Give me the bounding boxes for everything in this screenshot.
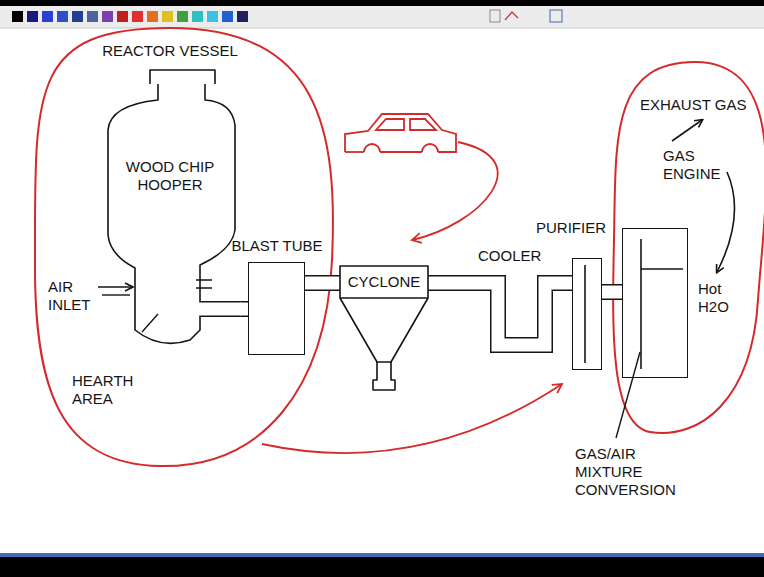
pipe-connector — [428, 283, 572, 345]
group-outline — [613, 62, 764, 433]
node-label: CYCLONE — [348, 273, 421, 291]
node-heading: REACTOR VESSEL — [102, 42, 238, 60]
cyclone-top — [340, 266, 428, 298]
toolbar-swatch — [27, 11, 38, 22]
pipe-bore — [602, 286, 622, 299]
toolbar-swatch — [177, 11, 188, 22]
hearth-label: HEARTH AREA — [72, 372, 133, 408]
node-label: WOOD CHIP HOOPER — [114, 158, 226, 194]
toolbar-swatch — [207, 11, 218, 22]
pipe-stub — [199, 303, 241, 316]
exhaust-label: EXHAUST GAS — [640, 96, 746, 114]
car-wheel — [422, 144, 438, 152]
pipe-connector — [602, 292, 622, 293]
task-bar — [0, 553, 764, 557]
toolbar-swatch — [72, 11, 83, 22]
purifier-box: PURIFIER — [572, 258, 602, 370]
pipe-bore — [240, 303, 248, 316]
toolbar-icon — [505, 12, 518, 20]
toolbar-swatch — [57, 11, 68, 22]
cooler-label: COOLER — [478, 247, 541, 265]
exhaust-arrow — [672, 120, 702, 141]
reactor-vessel: REACTOR VESSELWOOD CHIP HOOPER — [100, 66, 240, 356]
reactor-drawing — [108, 70, 241, 343]
pipe-wall — [305, 275, 340, 291]
toolbar-swatch — [222, 11, 233, 22]
red-arrow — [262, 384, 562, 453]
red-arrow — [412, 142, 498, 240]
toolbar-swatch — [162, 11, 173, 22]
car-wheel — [364, 144, 380, 152]
reactor-outline — [100, 66, 240, 356]
cyclone-drawing — [340, 266, 428, 390]
toolbar-swatch — [147, 11, 158, 22]
purifier-inner-line — [584, 265, 586, 363]
toolbar-swatches — [12, 11, 248, 22]
pipe-wall — [428, 283, 572, 345]
car-body — [345, 151, 364, 153]
car-window — [376, 119, 404, 130]
node-label: GAS ENGINE — [663, 147, 721, 183]
purifier-drawing — [584, 265, 586, 363]
pipe-wall — [240, 301, 248, 317]
title-bar — [0, 0, 764, 6]
node-label: PURIFIER — [536, 219, 606, 237]
engine-outline — [623, 229, 689, 379]
air-arrow — [102, 294, 130, 295]
toolbar — [0, 6, 764, 28]
leader-line — [616, 352, 640, 438]
toolbar-swatch — [12, 11, 23, 22]
toolbar-icon — [490, 10, 500, 22]
hot-water-label: Hot H2O — [698, 280, 729, 316]
toolbar-swatch — [102, 11, 113, 22]
toolbar-swatch — [237, 11, 248, 22]
pipe-wall — [602, 284, 622, 300]
toolbar-edge — [0, 28, 764, 29]
pipe-connector — [305, 283, 340, 284]
toolbar-icon — [550, 10, 562, 22]
cyclone-separator: CYCLONE — [340, 266, 428, 394]
reactor-drawing — [108, 70, 241, 343]
toolbar-swatch — [42, 11, 53, 22]
engine-drawing — [641, 239, 683, 369]
blast-tube: BLAST TUBE — [248, 262, 305, 355]
engine-inner-line — [641, 268, 683, 270]
toolbar-swatch — [117, 11, 128, 22]
car-body — [380, 151, 422, 153]
node-label: BLAST TUBE — [231, 237, 322, 255]
air-inlet-label: AIR INLET — [48, 278, 91, 314]
toolbar-swatch — [87, 11, 98, 22]
bottom-bar — [0, 557, 764, 577]
cyclone-outlet — [373, 362, 395, 390]
car-body — [345, 114, 456, 152]
group-outline — [35, 28, 333, 466]
pipe-bore — [428, 283, 572, 345]
water-arrow — [717, 172, 735, 272]
pipe-connector — [240, 309, 248, 310]
car-window — [410, 119, 436, 130]
pipe-bore — [305, 277, 340, 290]
air-arrow — [98, 286, 132, 288]
engine-inner-line — [640, 239, 642, 369]
toolbar-swatch — [132, 11, 143, 22]
car-sketch — [345, 114, 456, 152]
reactor-lid — [150, 70, 215, 84]
hopper-mark — [196, 280, 212, 288]
pipe-stub — [200, 301, 240, 317]
gas-engine: GAS ENGINE — [622, 228, 688, 378]
hearth-mark — [142, 314, 158, 332]
purifier-outline — [573, 259, 603, 371]
toolbar-swatch — [192, 11, 203, 22]
cyclone-cone — [340, 298, 428, 362]
gas-air-label: GAS/AIR MIXTURE CONVERSION — [575, 445, 676, 499]
